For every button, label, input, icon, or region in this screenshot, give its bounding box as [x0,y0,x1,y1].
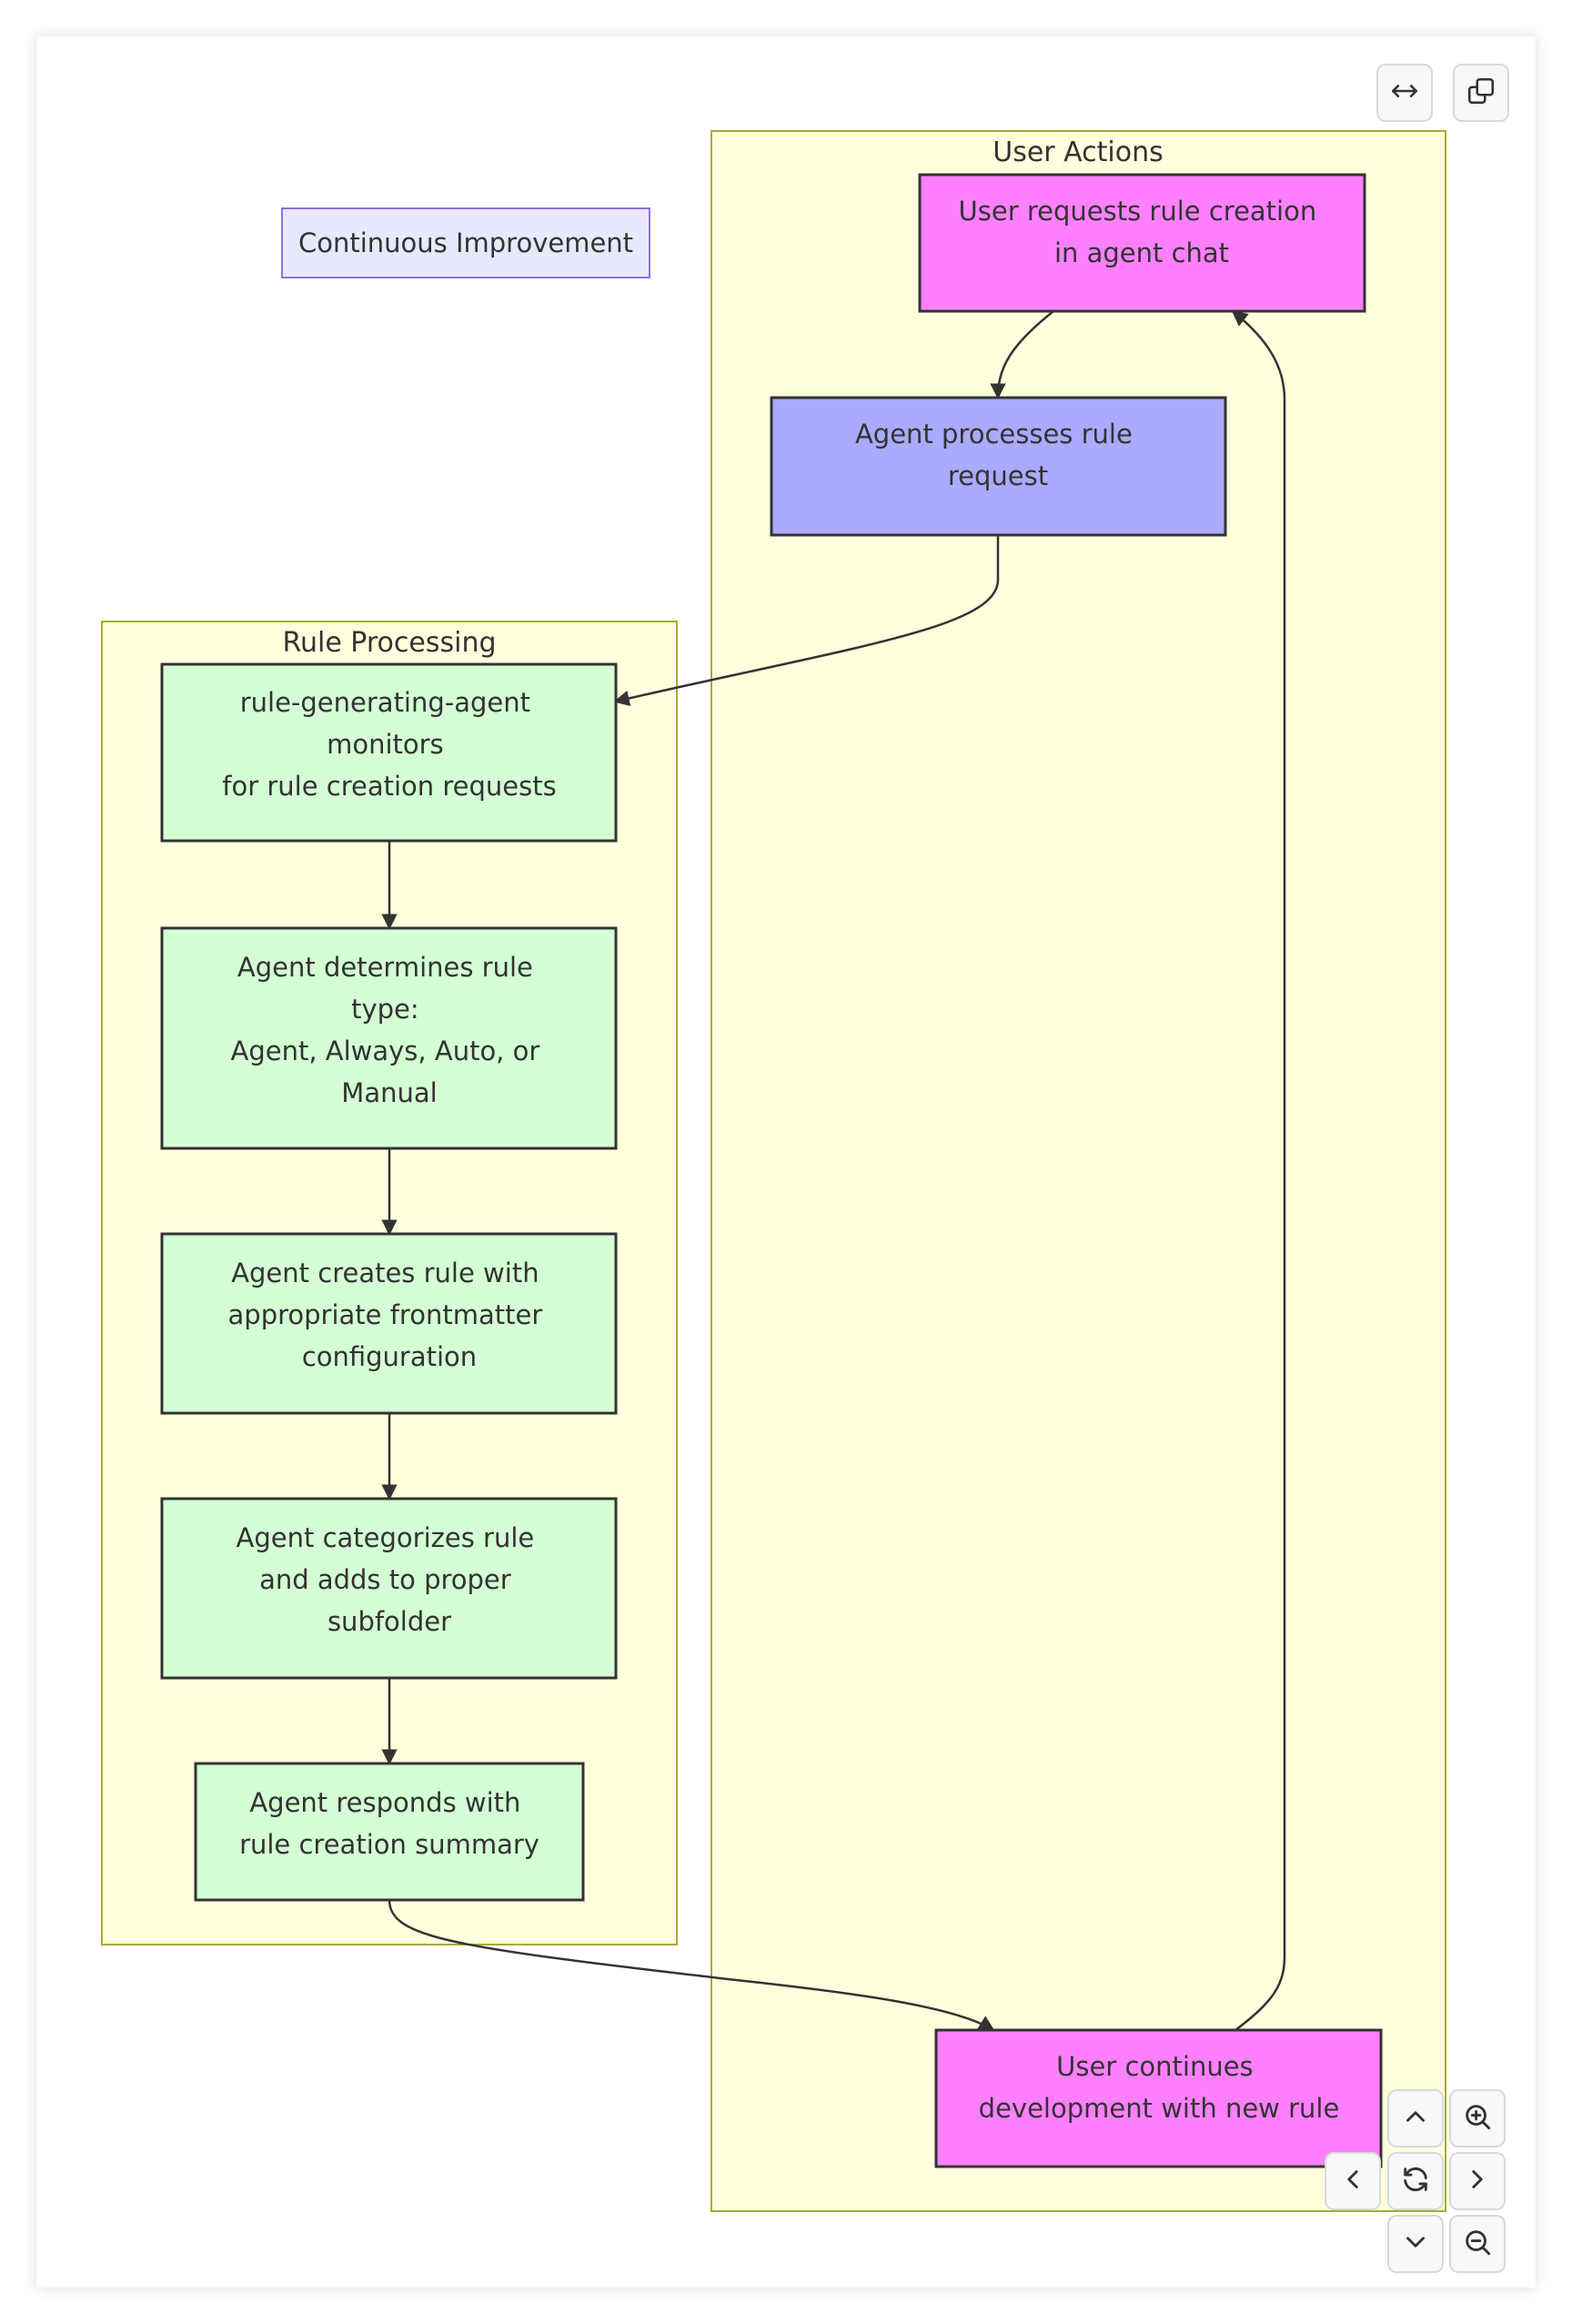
copy-icon [1466,76,1496,110]
svg-text:Agent categorizes rule: Agent categorizes rule and adds to prope… [237,1522,543,1637]
fit-width-button[interactable] [1376,64,1433,122]
zoom-out-button[interactable] [1449,2215,1506,2273]
pan-right-button[interactable] [1449,2152,1506,2210]
zoom-in-button[interactable] [1449,2089,1506,2147]
flowchart-diagram: User Actions Rule Processing Continuous … [101,130,1446,2212]
svg-text:Agent creates rule with: Agent creates rule with appropriate fron… [228,1258,551,1372]
refresh-icon [1400,2164,1431,2198]
node-create-rule: Agent creates rule with appropriate fron… [160,1232,618,1415]
svg-text:User continues develop: User continues development with new rule [979,2051,1340,2124]
edge-respond-to-continue [388,1899,995,2032]
svg-text:rule-generating-agent: rule-generating-agent monitors for rule … [222,687,556,802]
zoom-out-icon [1462,2227,1493,2261]
node-monitor: rule-generating-agent monitors for rule … [160,662,618,843]
arrows-horizontal-icon [1389,76,1420,110]
diagram-card: User Actions Rule Processing Continuous … [36,36,1536,2288]
group-user-actions-title: User Actions [993,136,1164,168]
node-user-continues: User continues development with new rule [934,2028,1383,2168]
continuous-improvement-text: Continuous Improvement [298,227,633,258]
node-user-request: User requests rule creation in agent cha… [918,173,1366,313]
node-respond: Agent responds with rule creation summar… [194,1762,585,1902]
chevron-left-icon [1337,2164,1368,2198]
chevron-down-icon [1400,2227,1431,2261]
continuous-improvement-label: Continuous Improvement [281,207,650,278]
svg-text:Agent determines rule: Agent determines rule type: Agent, Alway… [230,952,548,1108]
group-rule-processing-title: Rule Processing [282,627,496,659]
edge-request-to-processing [990,310,1054,399]
svg-text:User requests rule creation: User requests rule creation in agent cha… [959,196,1325,268]
pan-up-button[interactable] [1387,2089,1444,2147]
node-categorize: Agent categorizes rule and adds to prope… [160,1497,618,1680]
node-agent-processes: Agent processes rule request [770,396,1227,537]
zoom-in-icon [1462,2101,1493,2136]
node-determine-type: Agent determines rule type: Agent, Alway… [160,926,618,1150]
reset-view-button[interactable] [1387,2152,1444,2210]
chevron-up-icon [1400,2101,1431,2136]
chevron-right-icon [1462,2164,1493,2198]
edges [381,309,1286,2032]
pan-down-button[interactable] [1387,2215,1444,2273]
copy-button[interactable] [1453,64,1509,122]
svg-text:Agent processes rule r: Agent processes rule request [855,419,1141,491]
pan-left-button[interactable] [1325,2152,1381,2210]
edge-processing-to-monitor [613,535,1000,706]
svg-text:Agent responds with ru: Agent responds with rule creation summar… [239,1787,539,1860]
edge-continue-to-request [1231,309,1286,2032]
